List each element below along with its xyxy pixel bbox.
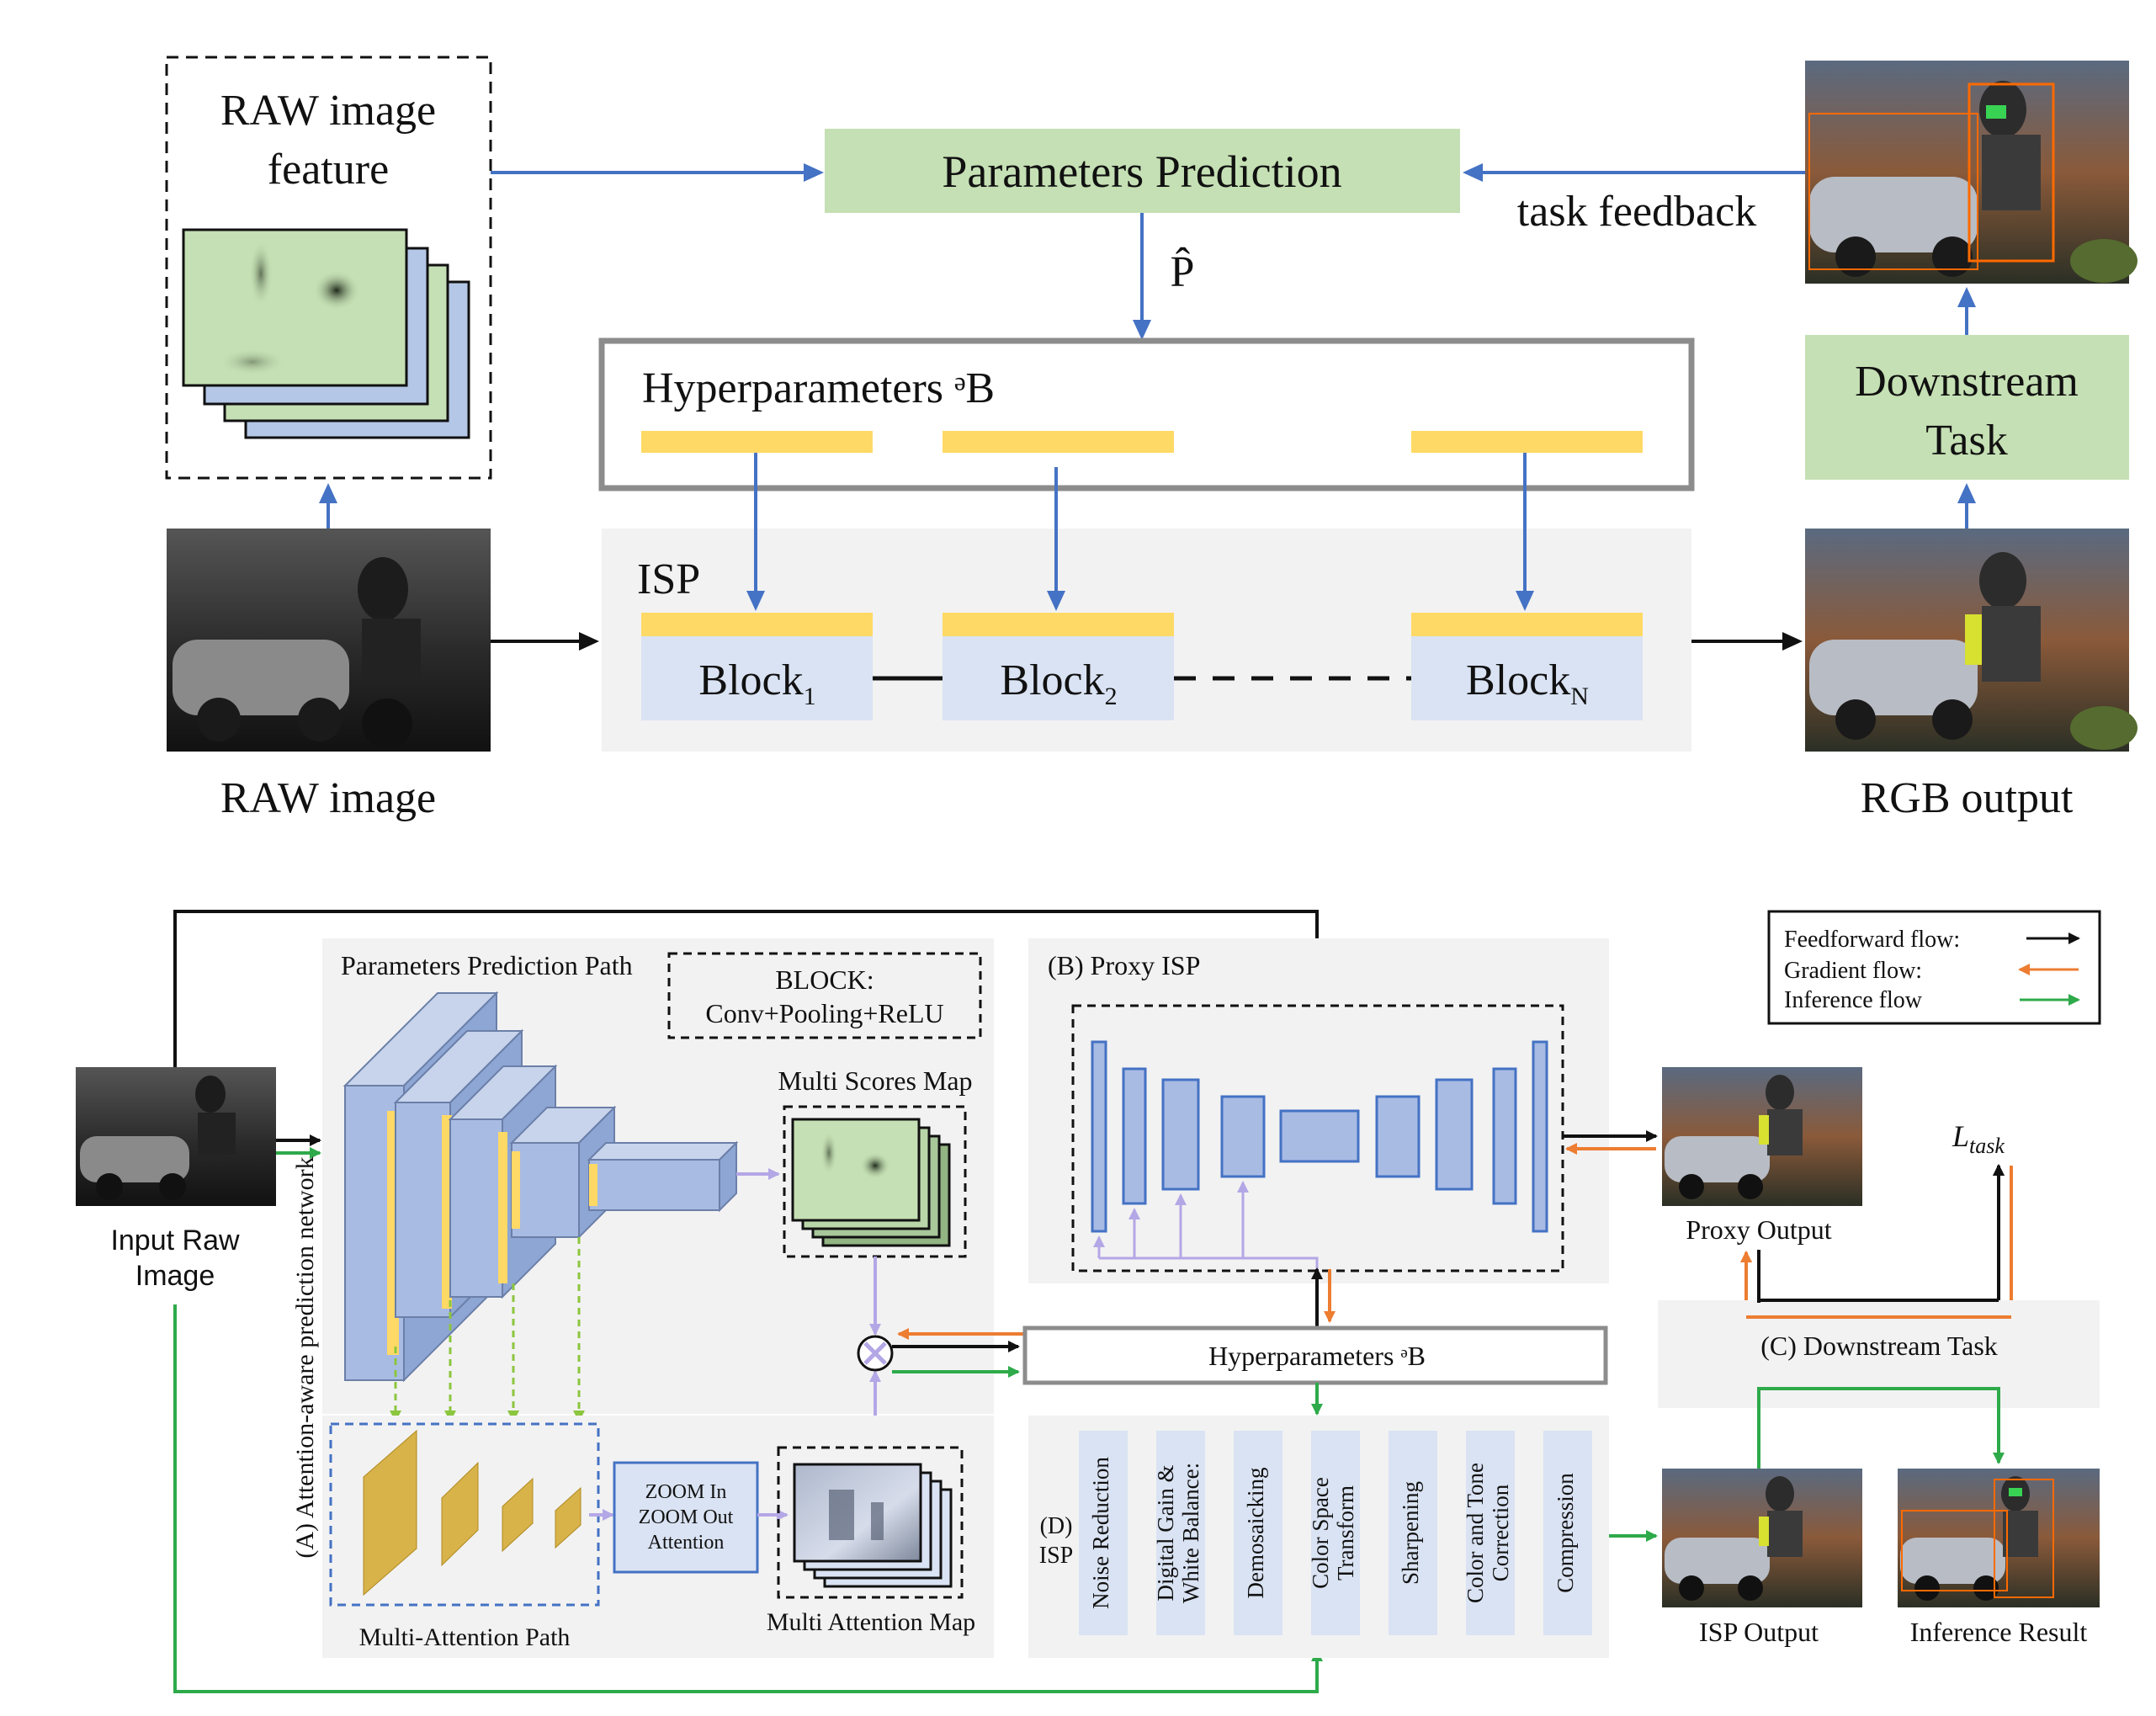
hyper-bar-n <box>1411 431 1643 453</box>
inference-result-photo <box>1898 1469 2100 1607</box>
block-def-label-2: Conv+Pooling+ReLU <box>705 998 943 1028</box>
isp-stage-label: Color and Tone <box>1463 1463 1488 1603</box>
hyper-bar-1 <box>641 431 873 453</box>
isp-stage-label: Compression <box>1553 1473 1578 1593</box>
isp-d-label-1: (D) <box>1040 1513 1073 1539</box>
isp-d-label-2: ISP <box>1039 1543 1073 1569</box>
params-path-label: Parameters Prediction Path <box>341 950 633 980</box>
task-feedback-label: task feedback <box>1517 188 1756 236</box>
proxy-isp-label: (B) Proxy ISP <box>1048 950 1200 980</box>
svg-text:BlockN: BlockN <box>1466 656 1589 710</box>
isp-stage-label: Demosaicking <box>1243 1468 1268 1599</box>
block-n: BlockN <box>1411 613 1643 720</box>
legend-feedforward: Feedforward flow: <box>1784 927 1960 953</box>
block-def-label-1: BLOCK: <box>775 964 874 995</box>
block-n-sub: N <box>1570 683 1589 710</box>
proxy-isp-unet <box>1091 1040 1548 1233</box>
isp-label: ISP <box>637 555 700 603</box>
l-task: Ltask <box>1952 1119 2005 1158</box>
inference-to-isp <box>173 1304 1323 1693</box>
raw-image-photo <box>167 529 491 752</box>
legend-box <box>1767 910 2101 1025</box>
hyper-bar-2 <box>943 431 1174 453</box>
raw-feature-box <box>165 56 492 480</box>
isp-stage-label: White Balance: <box>1178 1463 1203 1603</box>
input-raw-label-2: Image <box>135 1260 215 1292</box>
l-task-label: L <box>1952 1119 1969 1153</box>
cnn-blocks <box>343 991 739 1383</box>
block-2-sub: 2 <box>1105 683 1118 710</box>
downstream-task-box <box>1805 335 2129 480</box>
legend-gradient: Gradient flow: <box>1784 958 1922 984</box>
inference-photo-top <box>1805 61 2137 284</box>
block-1-label: Block <box>698 656 803 704</box>
isp-stage-block <box>1543 1431 1592 1635</box>
isp-stage-label: Digital Gain & <box>1153 1465 1178 1602</box>
isp-stage-block <box>1156 1431 1205 1635</box>
rgb-output-label: RGB output <box>1861 774 2074 822</box>
downstream-label-1: Downstream <box>1855 358 2079 406</box>
multi-attention-map-stack <box>793 1463 953 1588</box>
p-hat-label: P̂ <box>1171 247 1195 296</box>
proxy-isp-unet-box <box>1071 1004 1564 1272</box>
downstream-label-2: Task <box>1925 417 2007 465</box>
raw-feature-label-2: feature <box>268 146 389 194</box>
isp-stage-block <box>1234 1431 1282 1635</box>
isp-stage-label: Noise Reduction <box>1088 1457 1113 1609</box>
zoom-attention-box <box>613 1461 759 1574</box>
block-2-label: Block <box>1000 656 1104 704</box>
zoom-label-2: ZOOM Out <box>639 1506 734 1528</box>
multi-attention-map-label: Multi Attention Map <box>767 1608 975 1636</box>
input-raw-photo <box>76 1067 276 1206</box>
block-1-sub: 1 <box>804 683 816 710</box>
proxy-output-photo <box>1662 1067 1862 1206</box>
l-task-sub: task <box>1969 1134 2005 1158</box>
input-raw-label-1: Input Raw <box>110 1225 240 1256</box>
multi-attention-path-label: Multi-Attention Path <box>359 1623 571 1651</box>
isp-stage-block <box>1311 1431 1360 1635</box>
svg-text:Block2: Block2 <box>1000 656 1117 710</box>
isp-stage-label: Correction <box>1488 1484 1513 1581</box>
raw-feature-label-1: RAW image <box>220 87 436 135</box>
block-def-box <box>667 952 982 1039</box>
isp-stage-label: Sharpening <box>1398 1481 1423 1585</box>
isp-output-photo <box>1662 1469 1862 1607</box>
isp-stage-block <box>1466 1431 1515 1635</box>
isp-stage-label: Color Space <box>1308 1477 1333 1589</box>
attention-dashed-arrows <box>390 1237 585 1422</box>
params-prediction-label: Parameters Prediction <box>942 146 1341 197</box>
hyperparameters-box <box>598 337 1695 491</box>
svg-text:Block1: Block1 <box>698 656 815 710</box>
attention-blocks <box>363 1429 581 1596</box>
hyperparameters-bottom-box <box>1022 1326 1608 1385</box>
inference-result-label: Inference Result <box>1910 1617 2088 1647</box>
proxy-output-label: Proxy Output <box>1686 1214 1831 1245</box>
multi-attention-map-box <box>777 1446 964 1599</box>
isp-output-label: ISP Output <box>1699 1617 1819 1647</box>
zoom-label-1: ZOOM In <box>645 1481 727 1503</box>
block-n-label: Block <box>1466 656 1570 704</box>
hyperparameters-label: Hyperparameters ᵊB <box>642 364 995 412</box>
multi-scores-label: Multi Scores Map <box>778 1065 972 1096</box>
multiply-icon <box>863 1341 887 1365</box>
isp-stage-block <box>1389 1431 1437 1635</box>
inference-to-result <box>1757 1387 2005 1469</box>
isp-blocks: Noise Reduction Digital Gain &White Balan… <box>1079 1431 1592 1635</box>
hyperparameters-bottom-label: Hyperparameters ᵊB <box>1208 1341 1426 1371</box>
network-label: (A) Attention-aware prediction network <box>291 1156 319 1558</box>
raw-feature-stack <box>182 228 470 439</box>
legend-inference: Inference flow <box>1784 987 1923 1013</box>
zoom-label-3: Attention <box>648 1532 725 1554</box>
downstream-task-label: (C) Downstream Task <box>1760 1331 1998 1361</box>
params-prediction-box <box>825 129 1460 213</box>
isp-stage-block <box>1079 1431 1128 1635</box>
raw-image-label: RAW image <box>220 774 436 822</box>
rgb-output-photo <box>1805 529 2137 752</box>
multi-scores-stack <box>791 1118 951 1247</box>
block-2: Block2 <box>943 613 1174 720</box>
isp-stage-label: Transform <box>1333 1485 1358 1581</box>
block-1: Block1 <box>641 613 873 720</box>
